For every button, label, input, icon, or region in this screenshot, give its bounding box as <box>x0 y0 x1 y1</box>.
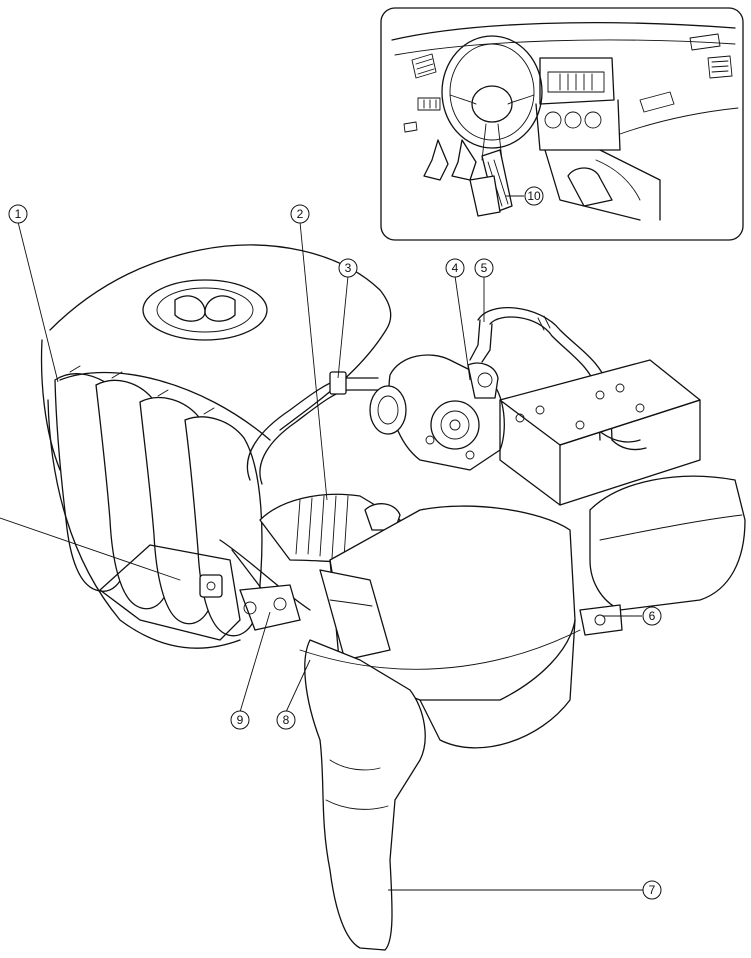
callout-3: 3 <box>345 261 352 275</box>
callout-9: 9 <box>237 713 244 727</box>
fresh-air-duct <box>219 539 426 951</box>
callout-5: 5 <box>481 261 488 275</box>
callout-2: 2 <box>297 207 304 221</box>
bracket-and-bolts <box>239 584 623 636</box>
reference-line <box>0 517 181 581</box>
callout-10: 10 <box>527 189 541 203</box>
callout-6: 6 <box>649 609 656 623</box>
center-console-icon <box>535 57 661 221</box>
left-vent-icon <box>411 53 437 79</box>
reference-line <box>299 629 581 670</box>
gear-lever-icon <box>567 159 641 207</box>
throttle-body <box>369 354 505 471</box>
callout-1: 1 <box>15 207 22 221</box>
vacuum-hose <box>246 371 379 485</box>
callout-7: 7 <box>649 883 656 897</box>
steering-wheel-icon <box>441 35 543 161</box>
right-vent-icon <box>619 33 739 135</box>
air-cleaner <box>319 505 576 749</box>
intake-manifold <box>47 365 271 649</box>
callout-4: 4 <box>452 261 459 275</box>
cabin-inset: 10 <box>380 7 744 241</box>
brake-pedal-icon <box>423 139 477 181</box>
accelerator-pedal-icon <box>469 149 513 217</box>
callout-8: 8 <box>283 713 290 727</box>
fuse-box <box>589 475 746 611</box>
battery <box>499 359 701 506</box>
callouts: 1 2 3 4 5 6 7 8 9 <box>8 204 662 900</box>
